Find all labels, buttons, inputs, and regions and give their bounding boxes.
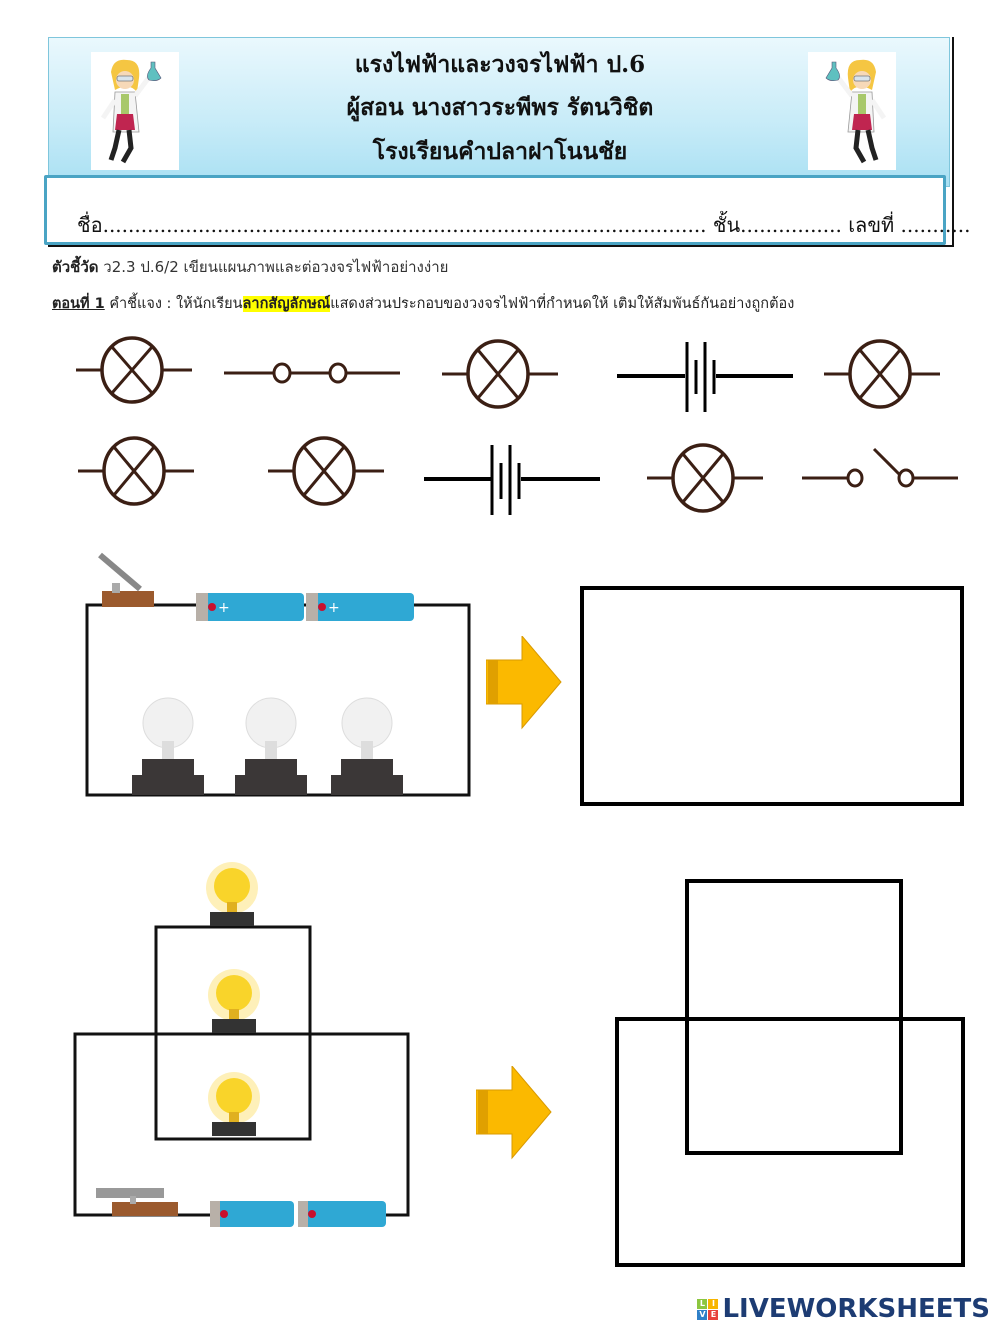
bulb-symbol[interactable] <box>74 335 194 409</box>
scientist-illustration-left <box>91 52 179 170</box>
student-info-box: ชื่อ....................................… <box>44 175 970 245</box>
worksheet-title: แรงไฟฟ้าและวงจรไฟฟ้า ป.6 <box>354 51 646 78</box>
arrow-right-icon <box>475 1064 552 1164</box>
instruction-prefix: คำชี้แจง : ให้นักเรียน <box>104 296 243 312</box>
svg-text:+: + <box>218 600 230 616</box>
answer-drop-box-parallel-outer[interactable] <box>615 1017 965 1267</box>
instruction: ตอนที่ 1 คำชี้แจง : ให้นักเรียนลากสัญลัก… <box>52 292 794 315</box>
knife-switch-icon <box>96 1188 178 1216</box>
student-info-line: ชื่อ....................................… <box>77 213 971 237</box>
instruction-suffix: แสดงส่วนประกอบของวงจรไฟฟ้าที่กำหนดให้ เต… <box>330 296 795 312</box>
bulb-off-icon <box>331 697 403 795</box>
switch-symbol[interactable] <box>800 445 960 499</box>
bulb-off-icon <box>235 697 307 795</box>
header-frame <box>48 37 954 247</box>
battery-icon: + <box>196 593 304 621</box>
battery-icon <box>298 1201 386 1227</box>
battery-symbol[interactable] <box>422 443 602 523</box>
liveworksheets-logo[interactable]: L I V E LIVEWORKSHEETS <box>697 1294 990 1324</box>
bulb-on-icon <box>208 969 260 1033</box>
step-label: ตอนที่ 1 <box>52 296 105 312</box>
logo-text: LIVEWORKSHEETS <box>722 1294 990 1324</box>
bulb-off-icon <box>132 697 204 795</box>
bulb-on-icon <box>206 862 258 926</box>
scientist-illustration-right <box>808 52 896 170</box>
battery-symbol[interactable] <box>615 338 795 418</box>
teacher-name: ผู้สอน นางสาวระพีพร รัตนวิชิต <box>346 94 654 121</box>
bulb-symbol[interactable] <box>76 435 196 511</box>
open-contacts-symbol[interactable] <box>222 355 402 395</box>
bulb-on-icon <box>208 1072 260 1136</box>
instruction-highlight: ลากสัญลักษณ์ <box>242 296 331 312</box>
bulb-symbol[interactable] <box>440 338 560 414</box>
knife-switch-icon <box>98 552 154 607</box>
bulb-symbol[interactable] <box>266 435 386 511</box>
series-circuit-picture: + + <box>80 545 480 809</box>
battery-icon: + <box>306 593 414 621</box>
arrow-right-icon <box>485 634 562 734</box>
indicator-text: ว2.3 ป.6/2 เขียนแผนภาพและต่อวงจรไฟฟ้าอย่… <box>98 258 449 276</box>
svg-text:+: + <box>328 600 340 616</box>
indicator-label: ตัวชี้วัด <box>52 258 99 276</box>
parallel-circuit-picture <box>60 850 420 1244</box>
bulb-symbol[interactable] <box>645 442 765 518</box>
logo-live-grid-icon: L I V E <box>697 1298 719 1320</box>
battery-icon <box>210 1201 294 1227</box>
answer-drop-box-series[interactable] <box>580 586 964 806</box>
bulb-symbol[interactable] <box>822 338 942 414</box>
school-name: โรงเรียนคำปลาฝาโนนชัย <box>372 138 628 165</box>
learning-indicator: ตัวชี้วัด ว2.3 ป.6/2 เขียนแผนภาพและต่อวง… <box>52 255 448 279</box>
